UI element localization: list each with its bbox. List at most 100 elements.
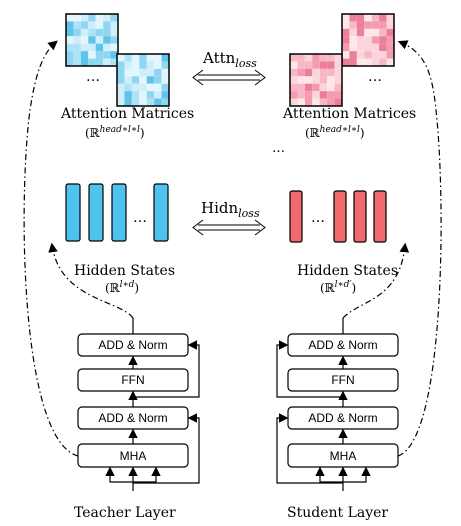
teacher-matrix-back-cell bbox=[95, 14, 104, 22]
student-matrix-back-cell bbox=[386, 36, 394, 44]
teacher-matrix-back-cell bbox=[66, 58, 74, 66]
student-matrix-front-cell bbox=[304, 98, 313, 106]
student-matrix-back-cell bbox=[349, 28, 357, 37]
student-matrix-back-cell bbox=[371, 51, 380, 59]
teacher-matrix-back-cell bbox=[73, 14, 81, 22]
teacher-matrix-back-cell bbox=[73, 28, 81, 37]
student-matrix-front-cell bbox=[312, 61, 320, 69]
student-matrix-front-cell bbox=[312, 54, 320, 62]
teacher-matrix-front-cell bbox=[154, 61, 162, 69]
student-matrix-back-cell bbox=[386, 58, 394, 66]
teacher-matrix-front-cell bbox=[124, 91, 132, 99]
teacher-matrix-back-cell bbox=[103, 43, 111, 52]
teacher-matrix-front-cell bbox=[139, 91, 147, 99]
teacher-matrix-back-cell bbox=[80, 51, 89, 59]
teacher-matrix-front-cell bbox=[124, 61, 132, 69]
student-matrix-back-cell bbox=[386, 21, 394, 29]
student-matrix-back-cell bbox=[371, 43, 380, 52]
teacher-matrix-front-cell bbox=[161, 61, 169, 69]
teacher-matrix-front-cell bbox=[146, 98, 155, 106]
teacher-matrix-front-cell bbox=[131, 83, 140, 92]
teacher-matrix-front bbox=[116, 53, 170, 107]
teacher-matrix-back-cell bbox=[73, 21, 81, 29]
student-matrix-back-cell bbox=[364, 51, 372, 59]
teacher-matrix-back-cell bbox=[110, 21, 118, 29]
teacher-matrix-back-cell bbox=[103, 51, 111, 59]
teacher-matrix-front-cell bbox=[124, 68, 132, 77]
teacher-matrix-back-cell bbox=[95, 51, 104, 59]
student-matrix-back-cell bbox=[371, 21, 380, 29]
student-matrix-back-cell bbox=[379, 14, 387, 22]
student-mha-label: MHA bbox=[330, 449, 357, 463]
student-matrix-front-cell bbox=[297, 98, 305, 106]
teacher-matrix-back-cell bbox=[110, 43, 118, 52]
teacher-matrix-back-cell bbox=[103, 28, 111, 37]
teacher-matrix-front-cell bbox=[161, 54, 169, 62]
student-matrix-back-cell bbox=[349, 14, 357, 22]
teacher-matrix-front-cell bbox=[117, 83, 125, 92]
student-matrix-front-cell bbox=[319, 68, 328, 77]
student-matrix-front-cell bbox=[304, 68, 313, 77]
student-hidden-dims: (ℝl∗d′) bbox=[320, 280, 356, 295]
teacher-add-norm-upper-label: ADD & Norm bbox=[98, 338, 167, 352]
student-matrix-back-cell bbox=[379, 28, 387, 37]
student-layer-stack: MHA ADD & Norm FFN ADD & Norm bbox=[276, 318, 399, 491]
teacher-matrix-back-cell bbox=[103, 58, 111, 66]
teacher-matrix-back-cell bbox=[66, 14, 74, 22]
teacher-matrix-front-cell bbox=[139, 83, 147, 92]
teacher-matrix-front-border bbox=[116, 53, 170, 107]
teacher-matrix-front-cell bbox=[131, 68, 140, 77]
student-matrix-front-cell bbox=[319, 61, 328, 69]
teacher-matrix-front-cell bbox=[154, 83, 162, 92]
teacher-mha-label: MHA bbox=[120, 449, 147, 463]
student-matrix-front-cell bbox=[290, 91, 298, 99]
student-matrix-front-cell bbox=[304, 54, 313, 62]
student-matrix-front-cell bbox=[319, 54, 328, 62]
student-matrix-back-cell bbox=[364, 58, 372, 66]
teacher-matrix-back-cell bbox=[95, 36, 104, 44]
teacher-matrix-front-cell bbox=[146, 61, 155, 69]
teacher-matrix-front-cell bbox=[161, 68, 169, 77]
attn-loss-base: Attn bbox=[202, 49, 236, 67]
student-matrix-back-cell bbox=[342, 36, 350, 44]
student-matrix-back-cell bbox=[364, 36, 372, 44]
student-matrix-front-cell bbox=[334, 68, 342, 77]
student-add-norm-upper-label: ADD & Norm bbox=[308, 338, 377, 352]
student-attention-flow-arrow bbox=[397, 40, 442, 457]
teacher-matrix-back-cell bbox=[88, 36, 96, 44]
student-matrix-back-cell bbox=[386, 14, 394, 22]
teacher-matrix-front-cell bbox=[154, 76, 162, 84]
student-matrix-back-cell bbox=[364, 21, 372, 29]
teacher-matrix-back-cell bbox=[88, 14, 96, 22]
teacher-hidden-bar bbox=[153, 183, 169, 242]
student-matrix-front bbox=[289, 53, 343, 107]
hidn-loss-arrow bbox=[192, 219, 266, 236]
teacher-matrix-front-cell bbox=[154, 68, 162, 77]
student-matrix-front-cell bbox=[290, 83, 298, 92]
teacher-matrix-back-cell bbox=[95, 28, 104, 37]
teacher-matrix-back-cell bbox=[103, 14, 111, 22]
student-matrix-back-cell bbox=[356, 51, 365, 59]
student-matrix-front-cell bbox=[297, 83, 305, 92]
student-matrix-back-cell bbox=[386, 43, 394, 52]
student-matrix-front-cell bbox=[297, 54, 305, 62]
student-matrix-front-cell bbox=[319, 91, 328, 99]
teacher-hidden-bars bbox=[65, 183, 169, 242]
teacher-matrix-back-cell bbox=[66, 28, 74, 37]
student-matrix-back-cell bbox=[342, 58, 350, 66]
student-matrix-back-cell bbox=[342, 28, 350, 37]
student-matrix-front-cell bbox=[304, 76, 313, 84]
student-layer-title: Student Layer bbox=[287, 505, 388, 521]
teacher-add-norm-lower-label: ADD & Norm bbox=[98, 411, 167, 425]
student-matrix-back-cell bbox=[371, 28, 380, 37]
student-matrix-back-cell bbox=[379, 36, 387, 44]
teacher-attention-dims: (ℝhead∗l∗l) bbox=[85, 125, 145, 140]
student-matrix-back-cell bbox=[349, 58, 357, 66]
student-matrix-front-cell bbox=[304, 91, 313, 99]
student-matrix-front-cell bbox=[319, 76, 328, 84]
teacher-matrix-front-cell bbox=[139, 98, 147, 106]
teacher-layer-stack: MHA ADD & Norm FFN ADD & Norm bbox=[77, 318, 200, 491]
teacher-matrix-back-cell bbox=[88, 58, 96, 66]
student-matrix-front-cell bbox=[334, 61, 342, 69]
